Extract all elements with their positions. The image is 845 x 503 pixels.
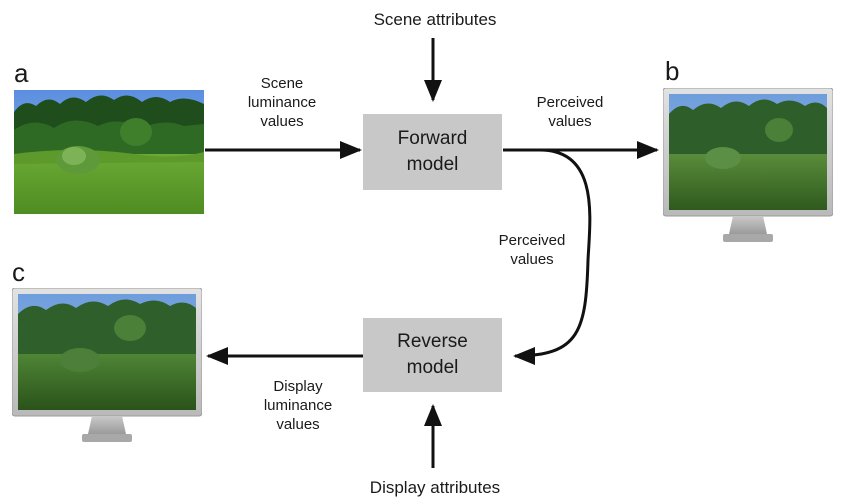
perceived-top-line1: Perceived <box>536 94 604 111</box>
display-luminance-line3: values <box>276 416 320 433</box>
scene-luminance-line1: Scene <box>260 75 304 92</box>
perceived-values-top-label: Perceived values <box>520 93 620 131</box>
scene-photo <box>14 90 204 214</box>
perceived-top-line2: values <box>548 113 592 130</box>
scene-luminance-label: Scene luminance values <box>232 74 332 131</box>
display-luminance-line1: Display <box>273 378 323 395</box>
perceived-side-line1: Perceived <box>498 232 566 249</box>
display-luminance-line2: luminance <box>263 397 333 414</box>
reverse-model-line1: Reverse <box>397 331 468 352</box>
monitor-c <box>12 288 202 442</box>
scene-luminance-line2: luminance <box>247 94 317 111</box>
display-luminance-label: Display luminance values <box>248 377 348 434</box>
scene-attributes-label: Scene attributes <box>373 10 497 29</box>
panel-label-b: b <box>665 56 680 86</box>
display-attributes-label: Display attributes <box>369 478 501 497</box>
reverse-model-line2: model <box>406 357 459 378</box>
perceived-side-line2: values <box>510 251 554 268</box>
forward-model-line1: Forward <box>397 128 468 149</box>
scene-luminance-line3: values <box>260 113 304 130</box>
forward-model-line2: model <box>406 154 459 175</box>
forward-to-reverse-arrow <box>513 148 592 365</box>
monitor-b <box>663 88 833 242</box>
panel-label-c: c <box>12 257 25 287</box>
forward-model-box: Forward model <box>363 114 502 190</box>
perceived-values-side-label: Perceived values <box>482 231 582 269</box>
panel-label-a: a <box>14 58 29 88</box>
reverse-model-box: Reverse model <box>363 318 502 392</box>
